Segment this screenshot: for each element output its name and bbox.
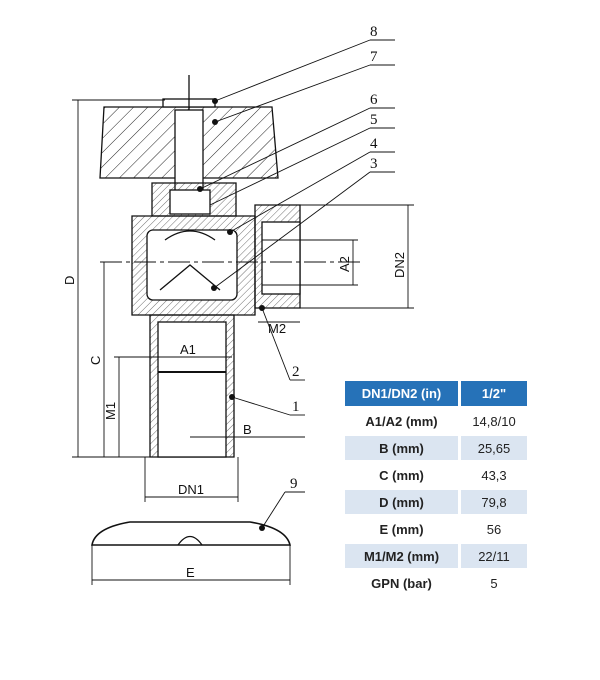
dim-A1: A1 xyxy=(180,342,196,357)
row-label: GPN (bar) xyxy=(371,575,432,591)
dim-DN2: DN2 xyxy=(392,252,407,278)
table-row: M1/M2 (mm)22/11 xyxy=(345,544,527,568)
table-header: DN1/DN2 (in) 1/2" xyxy=(345,381,527,406)
table-row: C (mm) 43,3 xyxy=(345,463,527,487)
table-row: D (mm)79,8 xyxy=(345,490,527,514)
part-label-8: 8 xyxy=(370,24,378,40)
row-label: E (mm) xyxy=(379,521,424,537)
dim-B: B xyxy=(243,422,252,437)
dim-D: D xyxy=(62,276,77,285)
row-value: 79,8 xyxy=(461,490,527,514)
table-row: E (mm) 56 xyxy=(345,517,527,541)
table-row: B (mm)25,65 xyxy=(345,436,527,460)
table-row: GPN (bar) 5 xyxy=(345,571,527,595)
dim-DN1: DN1 xyxy=(178,482,204,497)
row-value: 14,8/10 xyxy=(472,413,516,429)
part-label-7: 7 xyxy=(370,49,378,65)
row-value: 56 xyxy=(486,521,502,537)
dim-E: E xyxy=(186,565,195,580)
dim-C: C xyxy=(88,356,103,365)
table-row: A1/A2 (mm) 14,8/10 xyxy=(345,409,527,433)
dim-M2: M2 xyxy=(268,321,286,336)
part-label-2: 2 xyxy=(292,364,300,380)
row-label: M1/M2 (mm) xyxy=(345,544,458,568)
dim-M1: M1 xyxy=(103,402,118,420)
part-label-5: 5 xyxy=(370,112,378,128)
row-label: C (mm) xyxy=(379,467,424,483)
row-label: D (mm) xyxy=(345,490,458,514)
dim-A2: A2 xyxy=(337,256,352,272)
part-label-6: 6 xyxy=(370,92,378,108)
header-label: DN1/DN2 (in) xyxy=(345,381,458,406)
part-label-4: 4 xyxy=(370,136,378,152)
row-value: 5 xyxy=(490,575,498,591)
spec-table: DN1/DN2 (in) 1/2" A1/A2 (mm) 14,8/10 B (m… xyxy=(342,378,530,598)
part-label-3: 3 xyxy=(370,156,378,172)
row-value: 25,65 xyxy=(461,436,527,460)
row-value: 43,3 xyxy=(481,467,507,483)
row-value: 22/11 xyxy=(461,544,527,568)
row-label: B (mm) xyxy=(345,436,458,460)
row-label: A1/A2 (mm) xyxy=(365,413,438,429)
header-value: 1/2" xyxy=(461,381,527,406)
part-label-9: 9 xyxy=(290,476,298,492)
rosette-cover xyxy=(91,521,292,546)
part-label-1: 1 xyxy=(292,399,300,415)
